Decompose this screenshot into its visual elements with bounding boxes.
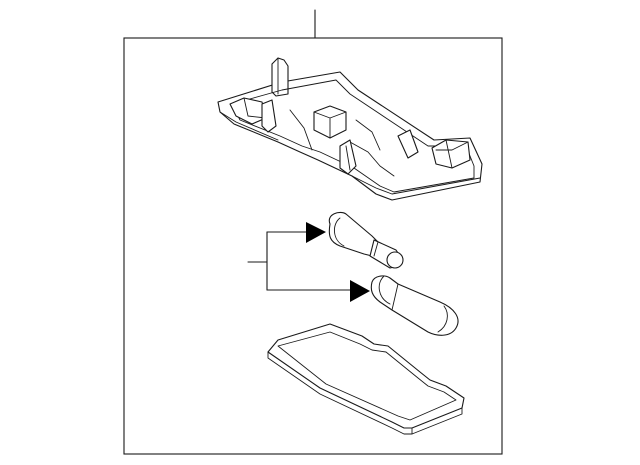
- diagram-frame: [123, 37, 503, 455]
- arrow-head-lower: [350, 280, 370, 302]
- bulb-leader: [247, 222, 370, 302]
- bulb-icon: [370, 275, 459, 336]
- arrow-head-upper: [306, 222, 326, 243]
- lamp-housing-icon: [217, 57, 483, 201]
- lens-icon: [267, 323, 465, 435]
- bulb-icon: [328, 211, 404, 269]
